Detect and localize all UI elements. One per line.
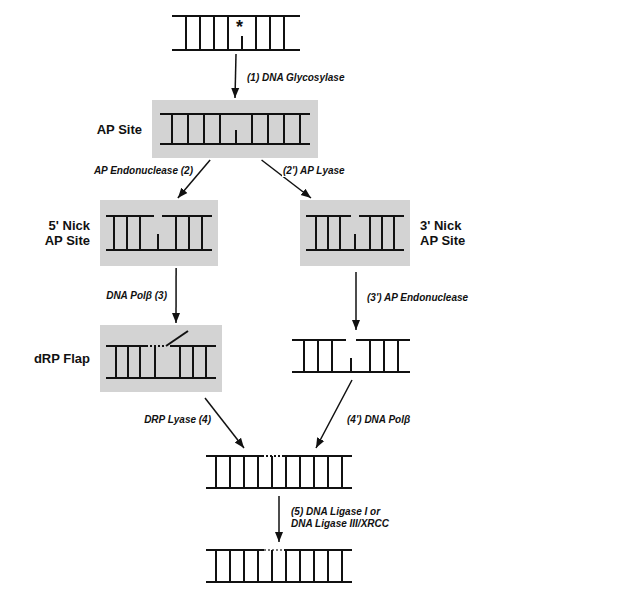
enzyme-label: (1) DNA Glycosylase	[246, 72, 345, 84]
dna-strand	[206, 550, 352, 582]
dna-strand	[106, 346, 216, 378]
enzyme-label-holder: (4') DNA Polβ	[346, 414, 411, 426]
dna-rung	[114, 216, 202, 250]
enzyme-label: (4') DNA Polβ	[346, 414, 411, 426]
enzyme-label-holder: DNA Polβ (3)	[105, 290, 168, 302]
dna-rung	[216, 550, 342, 582]
enzyme-label-holder: AP Endonuclease (2)	[93, 165, 194, 177]
enzyme-label-holder: (5) DNA Ligase I or DNA Ligase III/XRCC	[290, 506, 402, 530]
reaction-arrow	[175, 268, 177, 323]
reaction-arrow	[235, 54, 236, 98]
enzyme-label: (5) DNA Ligase I or DNA Ligase III/XRCC	[290, 506, 402, 530]
dna-strand	[206, 456, 352, 488]
new-dna	[264, 549, 284, 551]
enzyme-label: AP Endonuclease (2)	[93, 165, 194, 177]
dna-state-box: AP Site	[152, 100, 318, 158]
drp-flap	[166, 331, 188, 346]
dna-state-box: 5' Nick AP Site	[100, 200, 218, 266]
reaction-arrow	[205, 398, 244, 448]
dna-state-box: 3' Nick AP Site	[300, 200, 410, 266]
dna-rung	[172, 114, 300, 144]
dna-strand	[106, 216, 212, 250]
state-label: 5' Nick AP Site	[34, 218, 90, 248]
dna-state-box: dRP Flap	[100, 325, 222, 392]
dna-strand	[306, 216, 404, 250]
enzyme-label: DNA Polβ (3)	[105, 290, 168, 302]
new-dna	[262, 455, 282, 457]
reaction-arrow	[355, 272, 357, 330]
enzyme-label-holder: (1) DNA Glycosylase	[246, 72, 345, 84]
dna-strand	[172, 16, 300, 50]
reaction-arrow	[278, 496, 280, 542]
enzyme-label: (3') AP Endonuclease	[366, 292, 469, 304]
dna-strand	[292, 340, 410, 372]
dna-duplex-node: *	[172, 8, 300, 52]
dna-rung	[186, 16, 284, 50]
enzyme-label: DRP Lyase (4)	[143, 414, 212, 426]
enzyme-label-holder: (3') AP Endonuclease	[366, 292, 469, 304]
state-label: AP Site	[97, 122, 142, 137]
dna-rung	[304, 340, 398, 372]
dna-rung	[316, 216, 394, 250]
new-dna	[146, 345, 166, 347]
dna-rung	[216, 456, 342, 488]
state-label: 3' Nick AP Site	[420, 218, 476, 248]
dna-rung	[116, 346, 206, 378]
reaction-arrow	[316, 380, 352, 448]
enzyme-label: (2') AP Lyase	[282, 165, 346, 177]
enzyme-label-holder: (2') AP Lyase	[282, 165, 346, 177]
state-label: dRP Flap	[34, 351, 90, 366]
lesion-mark: *	[236, 18, 243, 36]
dna-strand	[160, 114, 310, 144]
enzyme-label-holder: DRP Lyase (4)	[143, 414, 212, 426]
